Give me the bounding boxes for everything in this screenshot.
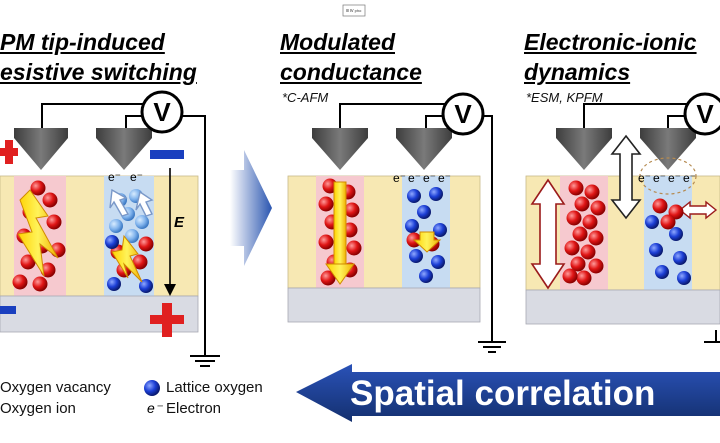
legend-oxygen-ion: Oxygen ion [0, 400, 76, 417]
panel-1-title-line-2: esistive switching [0, 59, 197, 85]
transition-arrow [230, 150, 272, 266]
tiny-label: Ⅲ Ⅳ pho [346, 8, 362, 13]
banner-text: Spatial correlation [350, 374, 656, 413]
panel-2-technique-note: *C-AFM [282, 90, 329, 105]
electron-symbol: e⁻ [108, 170, 122, 184]
legend-electron: Electron [166, 400, 222, 417]
panel-3-title-line-1: Electronic-ionic [524, 29, 697, 55]
voltmeter-2 [441, 92, 485, 136]
legend-oxygen-vacancy: Oxygen vacancy [0, 379, 111, 396]
panel-1-title-line-1: PM tip-induced [0, 29, 165, 55]
lattice-oxygen-legend-icon [144, 380, 160, 396]
voltmeter-1-label: V [153, 97, 171, 127]
electron-symbol: e⁻ [653, 171, 667, 185]
voltmeter-3 [683, 92, 720, 136]
panel-1-device [0, 103, 220, 367]
electron-symbol: e⁻ [393, 171, 407, 185]
voltmeter-3-label: V [696, 99, 714, 129]
panel-3-device [525, 103, 720, 343]
panel-2-title-line-1: Modulated [280, 29, 395, 55]
tiny-label-box [342, 4, 366, 17]
panel-3-title-line-2: dynamics [524, 59, 631, 85]
legend-lattice-oxygen: Lattice oxygen [166, 379, 263, 396]
panel-2-title-line-2: conductance [280, 59, 422, 85]
electron-symbol: e⁻ [438, 171, 452, 185]
electron-symbol: e⁻ [423, 171, 437, 185]
voltmeter-1 [140, 90, 184, 134]
electron-symbol: e⁻ [683, 171, 697, 185]
electron-symbol: e⁻ [130, 170, 144, 184]
electron-symbol: e⁻ [668, 171, 682, 185]
panel-3-technique-note: *ESM, KPFM [526, 90, 603, 105]
electric-field-label: E [174, 214, 185, 231]
voltmeter-2-label: V [454, 99, 472, 129]
spatial-correlation-banner [296, 364, 720, 422]
panel-2-device [287, 103, 506, 353]
electron-symbol: e⁻ [408, 171, 422, 185]
legend-electron-symbol: e⁻ [147, 400, 163, 416]
electron-symbol: e⁻ [638, 171, 652, 185]
